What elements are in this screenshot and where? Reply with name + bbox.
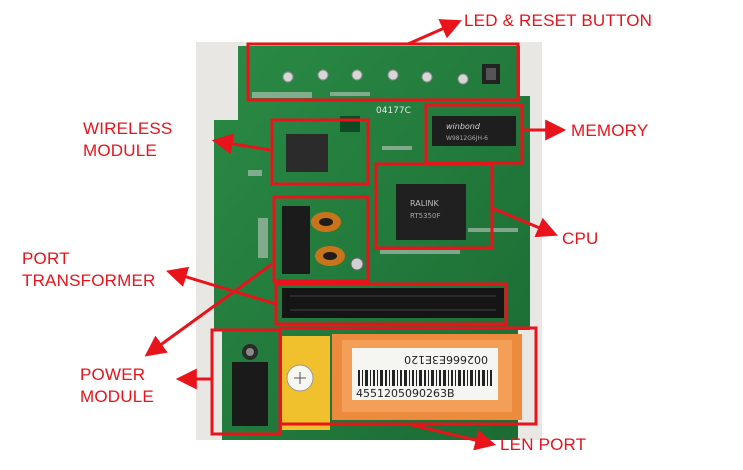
cpu-arrow <box>491 206 558 238</box>
cpu-part: RT5350F <box>410 212 440 220</box>
wireless-module-box <box>270 118 370 186</box>
label-power-line1: POWER <box>80 365 146 384</box>
led-row <box>282 64 500 85</box>
label-port-line2: TRANSFORMER <box>22 271 156 290</box>
cpu-box <box>374 162 494 250</box>
label-port-line1: PORT <box>22 249 70 268</box>
port-transformer-arrow <box>165 266 277 306</box>
power-jack <box>232 362 268 426</box>
barcode-top-text: 4551205090263B <box>356 387 455 400</box>
label-cpu: CPU <box>562 229 599 248</box>
len-port-arrow <box>407 422 497 451</box>
memory-brand: winbond <box>446 122 481 131</box>
memory-chip <box>432 116 516 146</box>
wireless-chip <box>286 134 328 172</box>
cpu-brand: RALINK <box>410 199 440 208</box>
memory-part: W9812G6JH-6 <box>446 135 488 142</box>
cpu-chip <box>396 184 466 240</box>
label-power-line2: MODULE <box>80 387 154 406</box>
port-transformer-box <box>272 195 370 283</box>
barcode-bars <box>358 370 492 386</box>
label-wireless-line1: WIRELESS <box>83 119 173 138</box>
led-reset-box <box>246 42 520 102</box>
power-module-arrow <box>144 262 273 357</box>
board-code: 04177C <box>376 106 411 116</box>
label-wireless-line2: MODULE <box>83 141 157 160</box>
led-reset-arrow <box>407 19 462 46</box>
connector-strip <box>282 288 504 318</box>
label-len-port: LEN PORT <box>500 435 587 454</box>
port-transformer-coils <box>282 206 364 274</box>
barcode-bottom-text: 002666E3E120 <box>404 353 488 366</box>
label-memory: MEMORY <box>571 121 649 140</box>
wireless-arrow <box>211 133 271 155</box>
label-led-reset: LED & RESET BUTTON <box>464 11 653 30</box>
